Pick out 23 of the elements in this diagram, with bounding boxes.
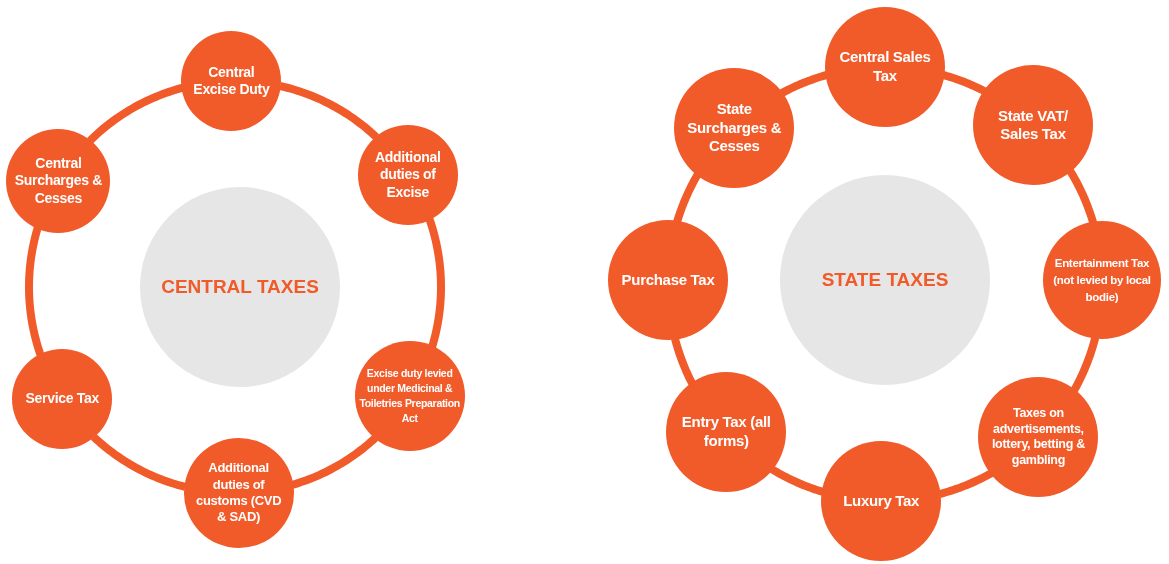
ring-connector: [290, 434, 379, 489]
ring-connector: [425, 217, 445, 349]
tax-label: Taxes on advertisements, lottery, betting & gambling: [990, 406, 1086, 469]
tax-label: Additional duties of Excise: [374, 148, 442, 202]
tax-label: Luxury Tax: [843, 491, 920, 511]
tax-label: State Surcharges & Cesses: [686, 99, 783, 156]
ring-connector: [279, 82, 380, 141]
tax-label: Additional duties of customs (CVD & SAD): [194, 460, 283, 526]
ring-connector: [87, 83, 184, 144]
ring-connector: [90, 433, 187, 491]
tax-label: Central Sales Tax: [838, 48, 932, 86]
ring-connector: [1070, 335, 1100, 393]
tax-label: Central Excise Duty: [192, 63, 271, 99]
category-label: STATE TAXES: [821, 268, 949, 292]
tax-label: State VAT/ Sales Tax: [997, 106, 1069, 145]
tax-label: Entertainment Tax (not levied by local bodie): [1052, 256, 1152, 305]
tax-label: Excise duty levied under Medicinal & Toiletries Preparation Act: [358, 365, 461, 427]
tax-label: Entry Tax (all forms): [680, 413, 772, 451]
category-label: CENTRAL TAXES: [161, 275, 319, 299]
tax-label: Service Tax: [25, 390, 99, 408]
ring-connector: [25, 226, 45, 357]
tax-label: Central Surcharges & Cesses: [13, 154, 104, 208]
tax-label: Purchase Tax: [621, 270, 715, 290]
